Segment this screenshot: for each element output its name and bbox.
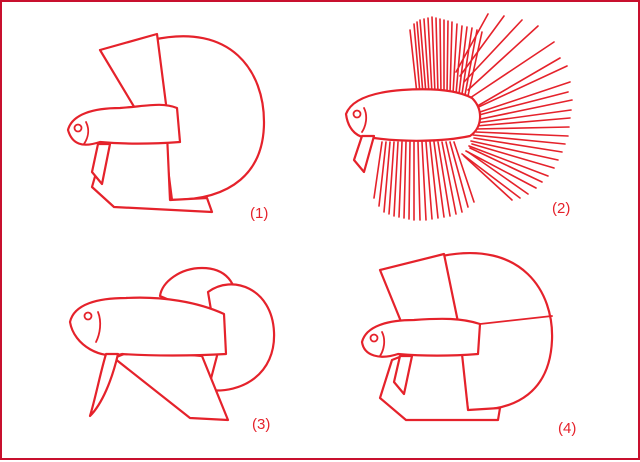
fish-figure-4 — [360, 251, 554, 422]
fish-3-anal-fin — [112, 348, 230, 422]
fish-2-anal-rays — [373, 141, 475, 221]
fish-2-tail-rays-b — [461, 57, 572, 199]
fish-4-gill — [379, 331, 386, 357]
fish-1-gill — [83, 121, 90, 145]
fish-1-eye — [73, 123, 83, 133]
fish-2-dorsal-rays-b — [409, 16, 478, 96]
figure-label-3: (3) — [252, 416, 271, 433]
fish-3-pelvic-fin — [88, 352, 120, 418]
fish-2-gill — [361, 107, 368, 133]
fish-4-eye — [369, 333, 379, 343]
fish-4-tail-split — [479, 315, 553, 325]
fish-1-body — [66, 103, 182, 146]
fish-4-body — [360, 317, 482, 358]
fish-3-body — [68, 296, 228, 357]
fish-2-tail-rays — [455, 13, 573, 201]
fish-2-anal-rays-b — [378, 141, 469, 221]
fish-4-dorsal-fin — [378, 252, 460, 326]
fish-2-eye — [352, 109, 362, 119]
fish-2-dorsal-rays — [413, 17, 483, 97]
fish-2-pelvic-fin — [352, 134, 376, 174]
figure-label-1: (1) — [250, 205, 269, 222]
fish-figure-1 — [66, 32, 266, 214]
fish-4-pelvic-fin — [392, 354, 414, 396]
fish-3-eye — [83, 311, 93, 321]
figure-label-4: (4) — [558, 420, 577, 437]
figure-label-2: (2) — [552, 200, 571, 217]
fish-1-tail — [150, 35, 266, 202]
fish-figure-3 — [68, 266, 276, 422]
fish-1-pelvic-fin — [90, 142, 112, 186]
fish-3-tail — [206, 283, 276, 392]
fish-3-gill — [95, 311, 102, 343]
fish-figure-2 — [344, 13, 573, 221]
